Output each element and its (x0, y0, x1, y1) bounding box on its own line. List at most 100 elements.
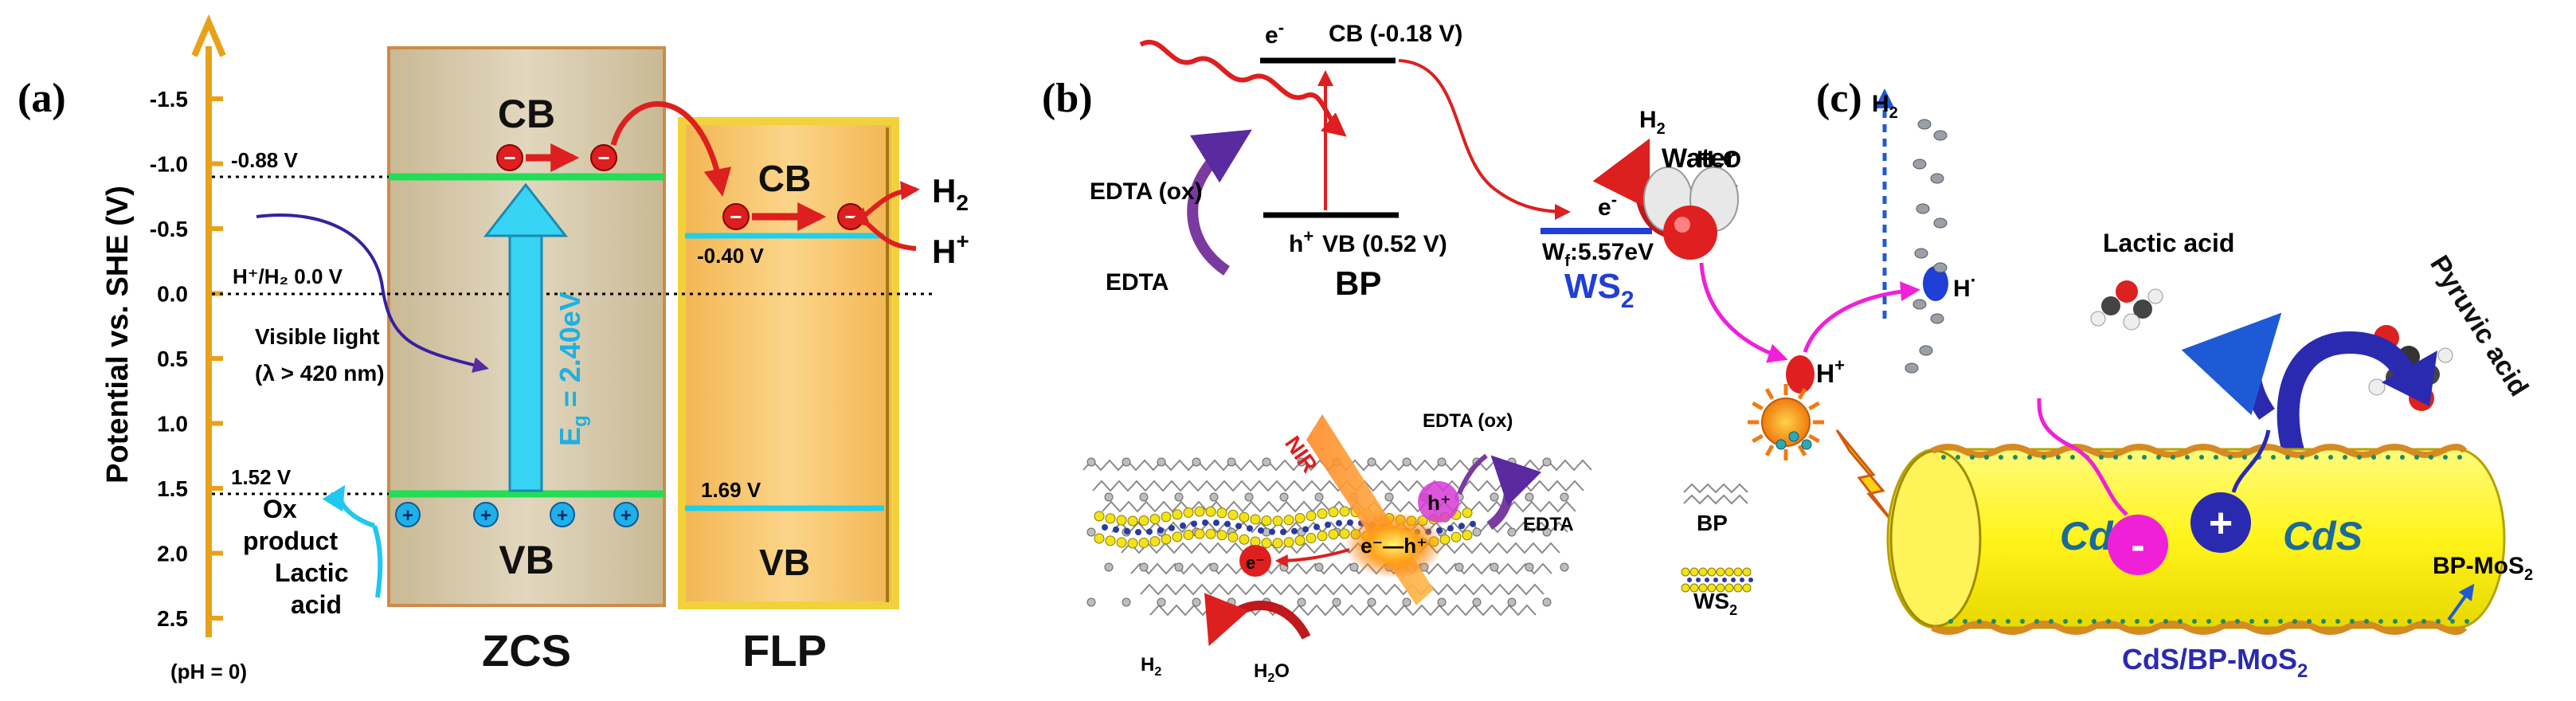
lightning-icon (1835, 429, 1897, 527)
h2o-lower-label: H2O (1254, 660, 1290, 685)
bp-atom (1507, 457, 1517, 467)
hole-glow (1418, 481, 1459, 523)
ws2-s-atom (1149, 536, 1161, 547)
bp-layer (1140, 583, 1544, 596)
shell-dot (2328, 455, 2333, 460)
electron-label-lower: e⁻ (1246, 553, 1265, 573)
pyruvic-acid-label: Pyruvic acid (2424, 250, 2534, 401)
bp-atom (1367, 457, 1376, 467)
bp-atom (1490, 492, 1499, 502)
ws2-w-atom (1280, 528, 1286, 535)
water-to-hplus-arrow (1699, 262, 1788, 363)
shell-dot (2371, 455, 2376, 460)
bp-atom (1104, 492, 1114, 502)
shell-dot (2077, 619, 2082, 624)
ws2-w-atom (1224, 520, 1231, 527)
shell-dot (2235, 619, 2240, 624)
sun-ray (1764, 444, 1775, 456)
legend-ws2-atom (1716, 567, 1725, 577)
bp-atom (1542, 457, 1552, 467)
h2-product-label: H2 (932, 172, 969, 215)
work-function-label: Wf:5.57eV (1542, 239, 1654, 270)
flp-name: FLP (742, 625, 827, 676)
ox-label: Ox (263, 495, 297, 523)
shell-dot (2042, 455, 2046, 460)
legend-ws2-atom (1731, 578, 1736, 582)
ws2-s-atom (1127, 515, 1138, 527)
ws2-w-atom (1235, 523, 1242, 530)
electron-glow (1239, 545, 1271, 577)
ws2-s-atom (1172, 509, 1183, 520)
ws2-s-atom (1194, 528, 1205, 539)
oxidation-arrow-tail (372, 525, 383, 598)
shell-dot (1991, 619, 1996, 624)
ws2-s-atom (1205, 528, 1216, 539)
axis-tick-label: 1.0 (157, 412, 188, 437)
shell-dot (2414, 455, 2419, 460)
h2-label-c: H2 (1872, 91, 1898, 122)
ws2-s-atom (1183, 529, 1194, 540)
ws2-w-atom (1213, 519, 1219, 527)
ws2-s-atom (1127, 538, 1138, 549)
visible-light-text: Visible light (255, 324, 380, 349)
shell-dot (2464, 619, 2469, 624)
ws2-s-atom (1105, 513, 1116, 524)
shell-dot (2429, 455, 2433, 460)
edta-oxidation-arrow (1187, 129, 1252, 276)
shell-dot (2357, 455, 2362, 460)
legend-ws2-atom (1705, 578, 1709, 582)
h-radical-particle (1923, 266, 1948, 301)
shell-dot (2307, 619, 2312, 624)
lactic-acid-molecule-icon (2090, 280, 2163, 331)
ws2-w-atom (1336, 519, 1342, 527)
shell-dot (2049, 619, 2053, 624)
shell-dot (2364, 619, 2369, 624)
bp-layer (1121, 542, 1560, 554)
shell-dot (1984, 455, 1989, 460)
band-gap-label: Eg = 2.40eV (554, 292, 591, 446)
hole-particle (395, 502, 421, 527)
flp-box (678, 117, 899, 609)
holes-zcs-vb: ++++ (395, 502, 639, 527)
flp-vb-value: 1.69 V (701, 478, 761, 502)
shell-dot (2421, 619, 2426, 624)
flp-cb-value: -0.40 V (697, 244, 764, 268)
legend-ws2-atom (1742, 567, 1752, 577)
bp-atom (1174, 562, 1184, 572)
shell-dot (2113, 455, 2118, 460)
ws2-s-atom (1138, 537, 1149, 548)
bp-hole: h+ (1289, 226, 1313, 257)
shell-dot (2221, 619, 2226, 624)
axis-tick-label: -1.5 (150, 87, 188, 112)
ws2-s-atom (1272, 538, 1283, 549)
hole-particle-sign: + (480, 505, 491, 527)
sun-ray (1808, 401, 1820, 411)
band-gap-arrow-head-icon (483, 182, 569, 237)
shell-dot (2292, 619, 2297, 624)
shell-dot (1970, 455, 1975, 460)
shell-dot (2185, 455, 2190, 460)
shell-dot (2335, 619, 2340, 624)
h2-label-b: H2 (1639, 107, 1666, 138)
legend-ws2-swatch (1681, 567, 1753, 593)
shell-dot (2214, 455, 2218, 460)
ws2-s-atom (1283, 515, 1294, 526)
edta-ox-label: EDTA (ox) (1090, 178, 1203, 205)
bp-atom (1122, 597, 1131, 607)
legend-ws2-atom (1687, 578, 1692, 582)
shell-dot (2070, 455, 2075, 460)
shell-dot (1963, 619, 1967, 624)
legend-ws2-atom (1740, 578, 1744, 582)
shell-dot (2407, 619, 2412, 624)
ws2-s-atom (1239, 534, 1250, 545)
electron-flp-1-sign: − (730, 205, 742, 229)
electron-to-ws2-arrow (1398, 59, 1571, 220)
bp-atom (1507, 597, 1517, 607)
shell-dot (1955, 455, 1960, 460)
bp-atom (1192, 597, 1201, 607)
ws2-s-atom (1227, 509, 1239, 520)
h2-bubble (1916, 203, 1930, 214)
legend-ws2-label: WS2 (1693, 589, 1737, 618)
bp-atom (1262, 457, 1271, 467)
shell-dot (2178, 619, 2183, 624)
